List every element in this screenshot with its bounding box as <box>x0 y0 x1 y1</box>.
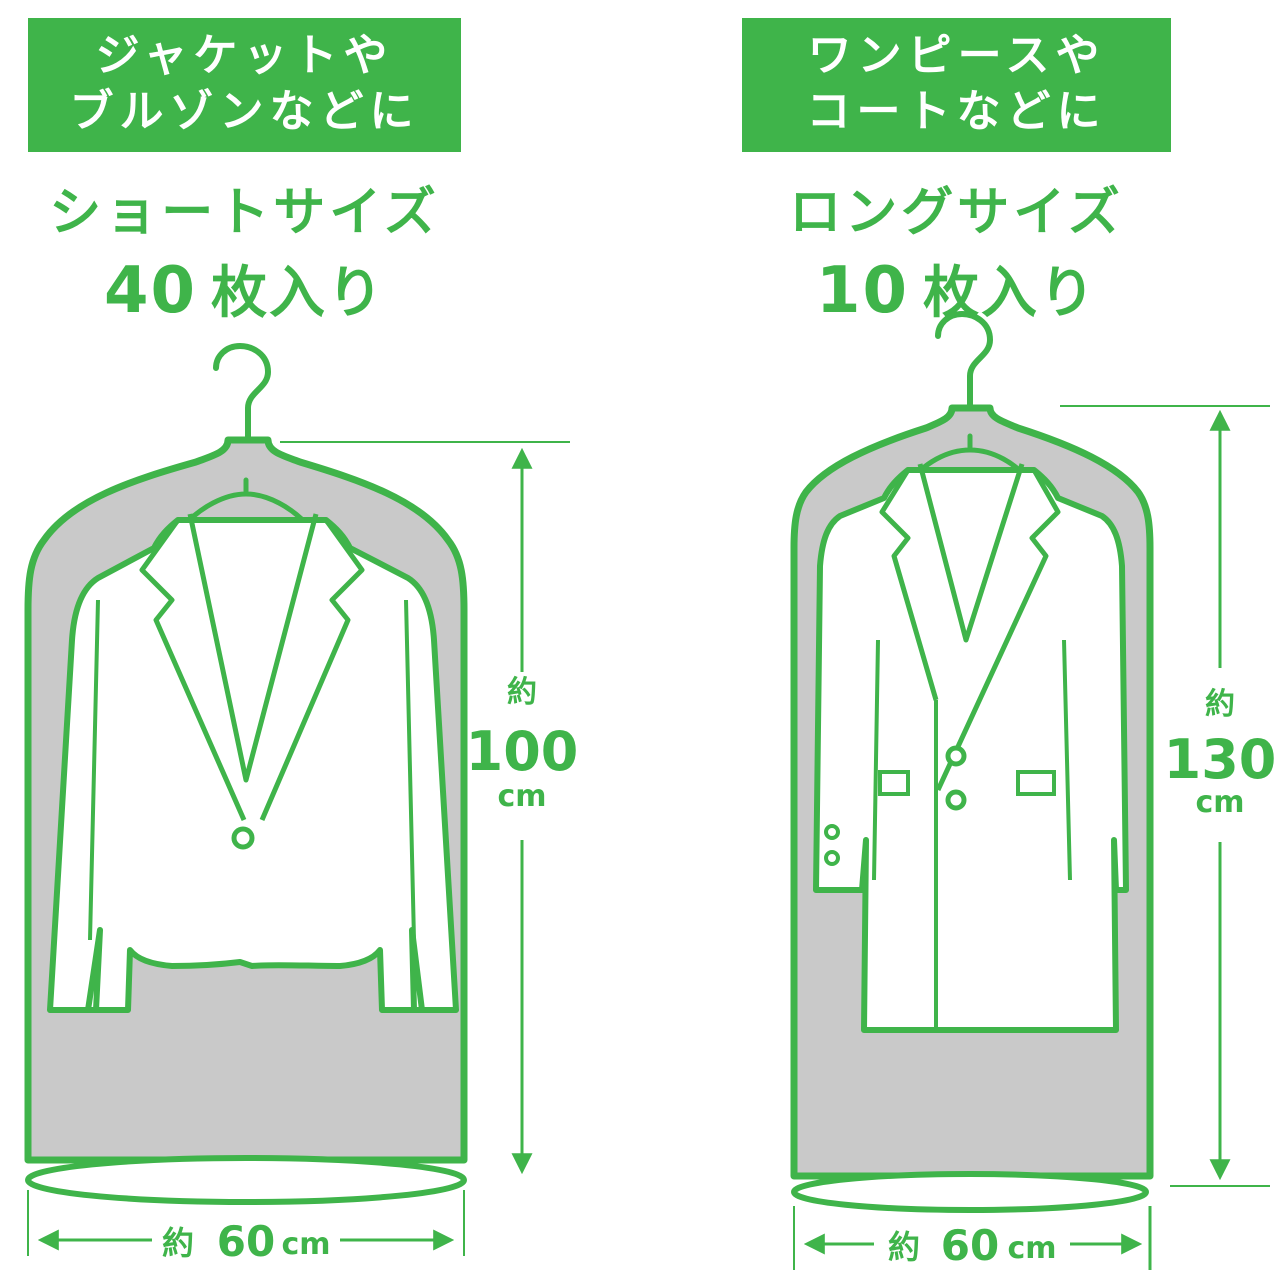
short-height-dimension: 約 100 cm <box>280 441 579 1175</box>
short-bag-bottom-opening <box>25 1155 467 1205</box>
long-coat-button-icon <box>945 789 967 811</box>
short-inner-hanger-icon <box>177 477 315 533</box>
long-hanger-hook-icon <box>935 310 994 411</box>
short-count-suffix: 枚入り <box>211 261 386 326</box>
long-height-value: 130 <box>1164 728 1277 791</box>
long-height-prefix: 約 <box>1205 687 1235 722</box>
long-banner-line-1: ワンピースや <box>807 30 1106 81</box>
short-width-dimension: 約 60 cm <box>27 1190 465 1266</box>
long-coat-pocket-icon <box>878 770 910 796</box>
long-size-title: ロングサイズ <box>789 183 1124 243</box>
short-jacket-icon <box>47 517 459 1013</box>
long-height-unit: cm <box>1195 785 1244 820</box>
short-width-prefix: 約 <box>162 1224 194 1262</box>
long-height-dimension: 約 130 cm <box>1060 405 1277 1187</box>
long-width-unit: cm <box>1007 1231 1056 1266</box>
short-height-unit: cm <box>497 779 546 814</box>
short-height-prefix: 約 <box>507 675 537 710</box>
long-width-value: 60 <box>941 1221 999 1270</box>
short-size-banner: ジャケットや ブルゾンなどに <box>28 18 461 152</box>
long-banner-line-2: コートなどに <box>806 86 1107 137</box>
long-bag-bottom-opening <box>791 1171 1149 1213</box>
short-banner-line-2: ブルゾンなどに <box>69 86 420 137</box>
long-coat-pocket-icon <box>1016 770 1056 796</box>
short-size-title: ショートサイズ <box>49 183 440 243</box>
long-width-dimension: 約 60 cm <box>793 1206 1152 1270</box>
short-width-unit: cm <box>281 1227 330 1262</box>
long-coat-sleeve-button-icon <box>824 850 840 866</box>
short-hanger-hook-icon <box>213 342 272 443</box>
long-size-banner: ワンピースや コートなどに <box>742 18 1171 152</box>
long-coat-icon <box>813 467 1129 1033</box>
long-count-number: 10 <box>815 254 910 328</box>
short-garment-bag <box>24 342 468 1205</box>
short-banner-line-1: ジャケットや <box>95 30 394 81</box>
long-width-prefix: 約 <box>888 1228 920 1266</box>
short-jacket-button-icon <box>231 826 255 850</box>
long-garment-bag <box>790 310 1154 1213</box>
short-count-number: 40 <box>103 254 198 328</box>
short-width-value: 60 <box>217 1217 275 1266</box>
short-height-value: 100 <box>466 720 579 783</box>
long-coat-sleeve-button-icon <box>824 824 840 840</box>
long-coat-button-icon <box>945 745 967 767</box>
